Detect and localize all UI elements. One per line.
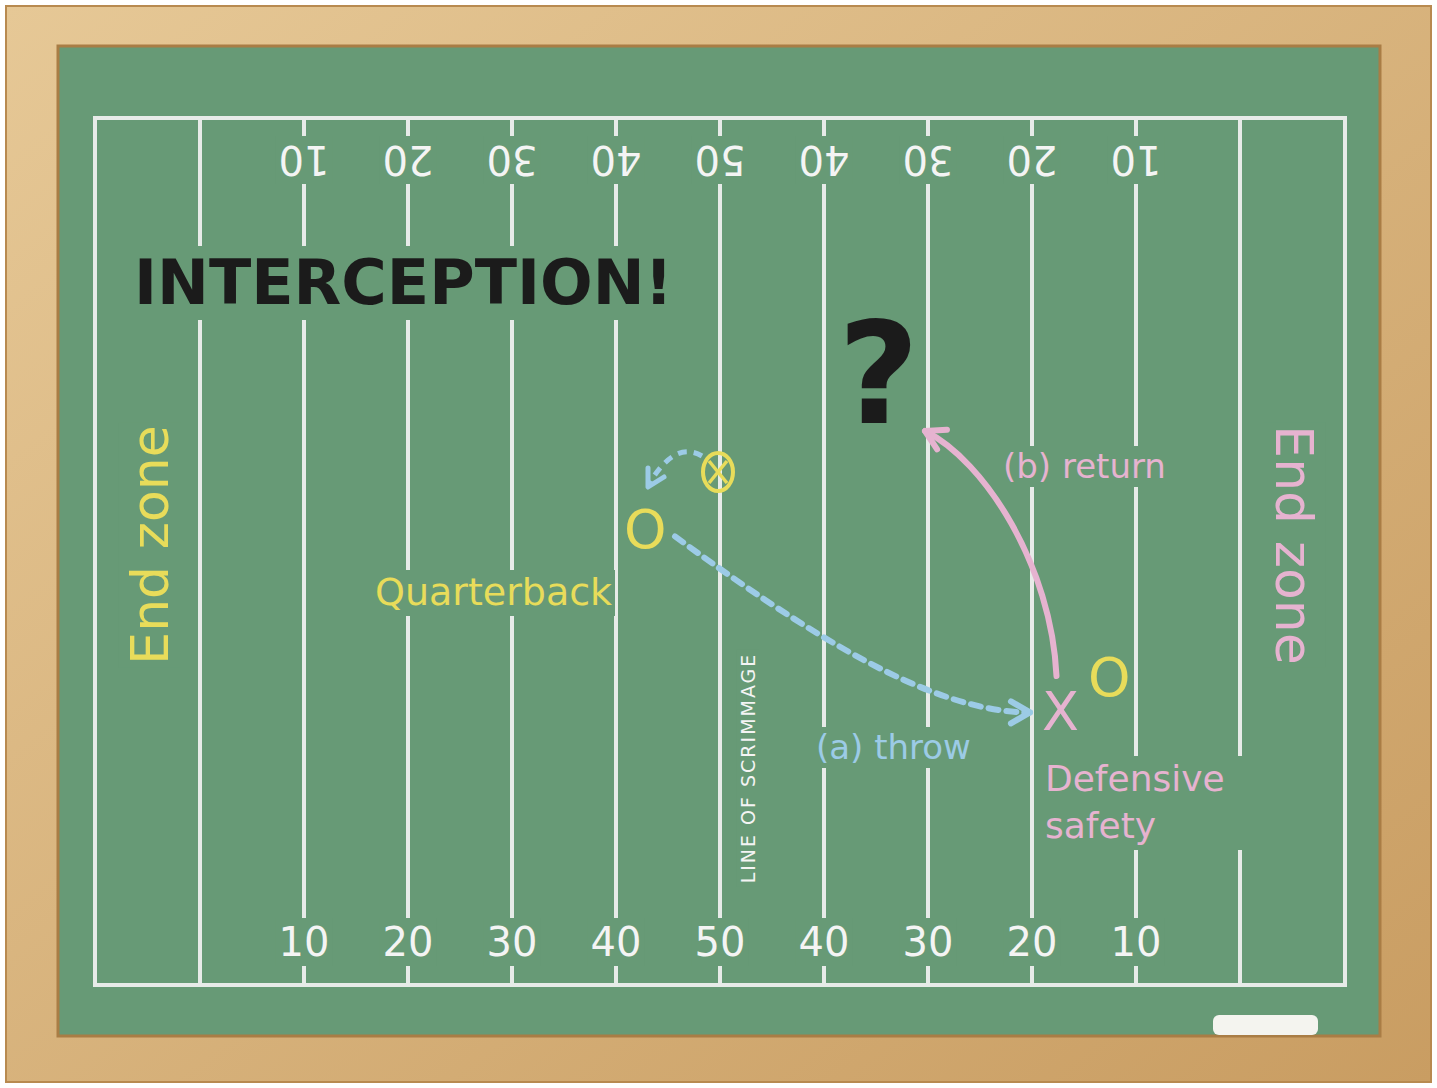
yard-number: 20	[380, 918, 437, 966]
yard-number: 50	[692, 918, 749, 966]
yard-number: 20	[1004, 918, 1061, 966]
player-node: X Defensive safety	[1036, 680, 1270, 850]
yard-number: 10	[1108, 136, 1165, 184]
yard-number: 40	[796, 136, 853, 184]
yard-number: 30	[484, 136, 541, 184]
goal-line	[1238, 118, 1242, 985]
player-marker: O	[1086, 646, 1133, 711]
field-outline	[95, 118, 1345, 985]
yard-number: 10	[1108, 918, 1165, 966]
yard-number: 30	[900, 136, 957, 184]
player-node: OQuarterback	[372, 498, 669, 616]
yard-line	[1030, 118, 1034, 985]
yard-number: 10	[276, 918, 333, 966]
player-marker: X	[1040, 680, 1081, 745]
yard-number: 20	[380, 136, 437, 184]
player-label: Defensive safety	[1042, 756, 1270, 850]
yard-number: 20	[1004, 136, 1061, 184]
yard-line	[718, 118, 722, 985]
yard-number: 30	[900, 918, 957, 966]
football-field	[95, 118, 1345, 985]
ball-symbol	[709, 461, 727, 483]
arrowhead	[925, 430, 947, 450]
chalk-piece	[1213, 1015, 1318, 1035]
wood-frame	[6, 6, 1431, 1082]
question-mark: ?	[836, 305, 921, 445]
player-label: Quarterback	[372, 570, 615, 616]
yard-line	[1134, 118, 1138, 985]
yard-number: 10	[276, 136, 333, 184]
arrow-line	[675, 536, 1030, 712]
yard-number: 40	[588, 136, 645, 184]
yard-number: 30	[484, 918, 541, 966]
end-zone-label: End zone	[119, 422, 181, 667]
edge-label: (a) throw	[813, 727, 974, 768]
board-surface	[58, 46, 1380, 1036]
yard-number: 50	[692, 136, 749, 184]
question-node: ?	[836, 305, 921, 445]
yard-line	[822, 118, 826, 985]
end-zone-label: End zone	[1263, 422, 1325, 667]
line-of-scrimmage-label: LINE OF SCRIMMAGE	[737, 650, 760, 887]
snap-arrowhead	[648, 468, 664, 487]
arrowhead	[1011, 701, 1030, 723]
throw-arrow	[675, 536, 1030, 723]
yard-number: 40	[588, 918, 645, 966]
diagram-title: INTERCEPTION!	[131, 246, 676, 320]
ball-symbol	[703, 453, 733, 491]
player-marker: O	[622, 498, 669, 563]
ball-symbol	[709, 461, 727, 483]
yard-line	[926, 118, 930, 985]
yard-number: 40	[796, 918, 853, 966]
edge-label: (b) return	[1000, 446, 1169, 487]
ball-snap	[648, 452, 733, 491]
